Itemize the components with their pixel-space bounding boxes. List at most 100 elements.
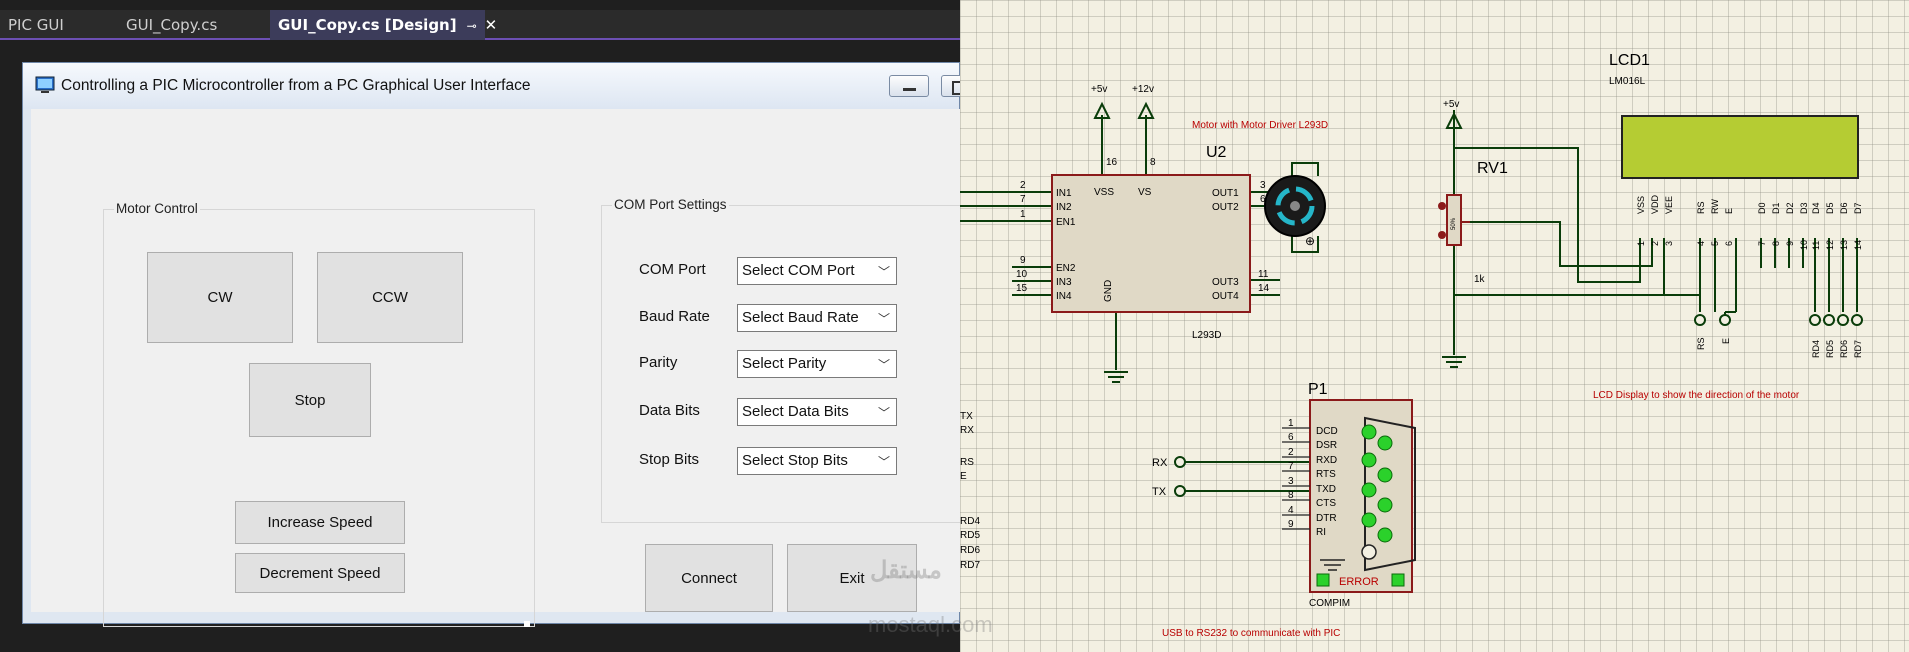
lcd-terminal-label: RD6 [1839, 340, 1849, 358]
tab-pic-gui[interactable]: PIC GUI [0, 10, 118, 40]
net-label: RD4 [960, 516, 980, 527]
form-titlebar: Controlling a PIC Microcontroller from a… [23, 63, 981, 109]
watermark: مستقل [870, 557, 942, 584]
net-label: RD6 [960, 545, 980, 556]
supply-12v-label: +12v [1132, 84, 1154, 95]
u2-pin-name: OUT3 [1212, 277, 1239, 288]
lcd-pin-name: D2 [1785, 202, 1795, 214]
p1-pin-num: 4 [1288, 505, 1294, 516]
u2-pin-name: OUT1 [1212, 188, 1239, 199]
close-icon[interactable]: ✕ [484, 16, 498, 34]
group-title: COM Port Settings [612, 197, 729, 212]
lcd-pin-num: 3 [1664, 241, 1674, 246]
lcd-terminal-label: RD7 [1853, 340, 1863, 358]
terminal-rx-label: RX [1152, 457, 1168, 469]
status-led-icon [1316, 573, 1330, 587]
status-led-icon [1391, 573, 1405, 587]
p1-pin-num: 1 [1288, 418, 1294, 429]
p1-pin-num: 2 [1288, 447, 1294, 458]
minimize-button[interactable] [889, 75, 929, 97]
stop-button[interactable]: Stop [249, 363, 371, 437]
u2-pin-num: 1 [1020, 209, 1026, 220]
rv1-ref: RV1 [1477, 160, 1508, 177]
u2-pin-num: 14 [1258, 283, 1270, 294]
watermark-url: mostaql.com [868, 612, 993, 637]
motor-icon[interactable]: ⊕ [1264, 175, 1326, 248]
motor-control-group: Motor Control [103, 201, 535, 627]
u2-chip[interactable] [1051, 174, 1251, 313]
p1-pin-num: 6 [1288, 432, 1294, 443]
rv1-value: 1k [1474, 274, 1486, 285]
u2-pin-name: IN3 [1056, 277, 1072, 288]
u2-pin-name: OUT4 [1212, 291, 1239, 302]
chevron-down-icon: ﹀ [877, 455, 890, 469]
lcd-pin-num: 5 [1710, 241, 1720, 246]
rv1-resistor[interactable] [1446, 194, 1462, 246]
lcd-part: LM016L [1609, 76, 1646, 87]
schematic-canvas: +5v +12v +5v U2 L293D Motor with Motor D… [960, 52, 1863, 639]
lcd-pin-num: 7 [1757, 241, 1767, 246]
wires [960, 110, 1858, 492]
cw-button[interactable]: CW [147, 252, 293, 343]
combo-value: Select Stop Bits [742, 452, 848, 469]
p1-pin-num: 9 [1288, 519, 1294, 530]
u2-gnd: GND [1103, 280, 1114, 302]
p1-ref: P1 [1308, 381, 1328, 398]
lcd-pin-name: E [1724, 208, 1734, 214]
tab-gui-copy-design[interactable]: GUI_Copy.cs [Design]⊸✕ [270, 10, 497, 40]
chevron-down-icon: ﹀ [877, 265, 890, 279]
parity-label: Parity [639, 354, 678, 371]
ground-icon [1320, 559, 1345, 571]
lcd-pin-num: 4 [1696, 241, 1706, 246]
lcd-pin-num: 11 [1811, 241, 1821, 250]
u2-pin-name: IN4 [1056, 291, 1072, 302]
p1-error: ERROR [1339, 576, 1379, 588]
rv1-down-icon[interactable] [1438, 231, 1446, 239]
rv1-up-icon[interactable] [1438, 202, 1446, 210]
chevron-down-icon: ﹀ [877, 406, 890, 420]
com-settings-group: COM Port Settings [601, 197, 961, 523]
tab-gui-copy-cs[interactable]: GUI_Copy.cs [118, 10, 270, 40]
lcd-terminals [1694, 314, 1863, 326]
com-port-label: COM Port [639, 261, 706, 278]
document-tabbar: PIC GUI GUI_Copy.cs GUI_Copy.cs [Design]… [0, 10, 960, 40]
com-port-select[interactable]: Select COM Port﹀ [737, 257, 897, 285]
data-bits-select[interactable]: Select Data Bits﹀ [737, 398, 897, 426]
stop-bits-select[interactable]: Select Stop Bits ﹀ [737, 447, 897, 475]
u2-pin-num: 9 [1020, 255, 1026, 266]
u2-pin-name: EN2 [1056, 263, 1076, 274]
u2-vs: VS [1138, 187, 1152, 198]
decrement-speed-button[interactable]: Decrement Speed [235, 553, 405, 593]
ccw-button[interactable]: CCW [317, 252, 463, 343]
schematic-panel: +5v +12v +5v U2 L293D Motor with Motor D… [868, 0, 1909, 652]
lcd-ref: LCD1 [1609, 52, 1650, 69]
exit-button[interactable]: Exit [787, 544, 917, 612]
u2-pin-name: EN1 [1056, 217, 1076, 228]
u2-pin-num: 2 [1020, 180, 1026, 191]
motor-note: Motor with Motor Driver L293D [1192, 120, 1328, 131]
net-label: RX [960, 425, 974, 436]
connect-button[interactable]: Connect [645, 544, 773, 612]
db9-pin-gnd [1361, 544, 1377, 560]
terminal-tx-label: TX [1152, 486, 1167, 498]
ide-panel: PIC GUI GUI_Copy.cs GUI_Copy.cs [Design]… [0, 10, 981, 627]
increase-speed-button[interactable]: Increase Speed [235, 501, 405, 544]
app-icon [35, 76, 55, 93]
lcd-pin-num: 2 [1650, 241, 1660, 246]
net-label: RS [960, 457, 974, 468]
net-labels: TX RX RS E RD4 RD5 RD6 RD7 [960, 411, 980, 571]
p1-pin-name: RTS [1316, 469, 1336, 480]
lcd-pin-name: VEE [1664, 196, 1674, 214]
parity-select[interactable]: Select Parity﹀ [737, 350, 897, 378]
db9-pins [1361, 424, 1393, 543]
combo-value: Select Parity [742, 355, 827, 372]
pin-icon[interactable]: ⊸ [466, 19, 477, 33]
u2-pin-num: 3 [1260, 180, 1266, 191]
resize-handle[interactable] [524, 621, 530, 627]
lcd-pin-name: D5 [1825, 202, 1835, 214]
lcd-display[interactable] [1621, 115, 1859, 179]
baud-rate-select[interactable]: Select Baud Rate﹀ [737, 304, 897, 332]
u2-pin-name: IN2 [1056, 202, 1072, 213]
u2-pin-num: 10 [1016, 269, 1028, 280]
